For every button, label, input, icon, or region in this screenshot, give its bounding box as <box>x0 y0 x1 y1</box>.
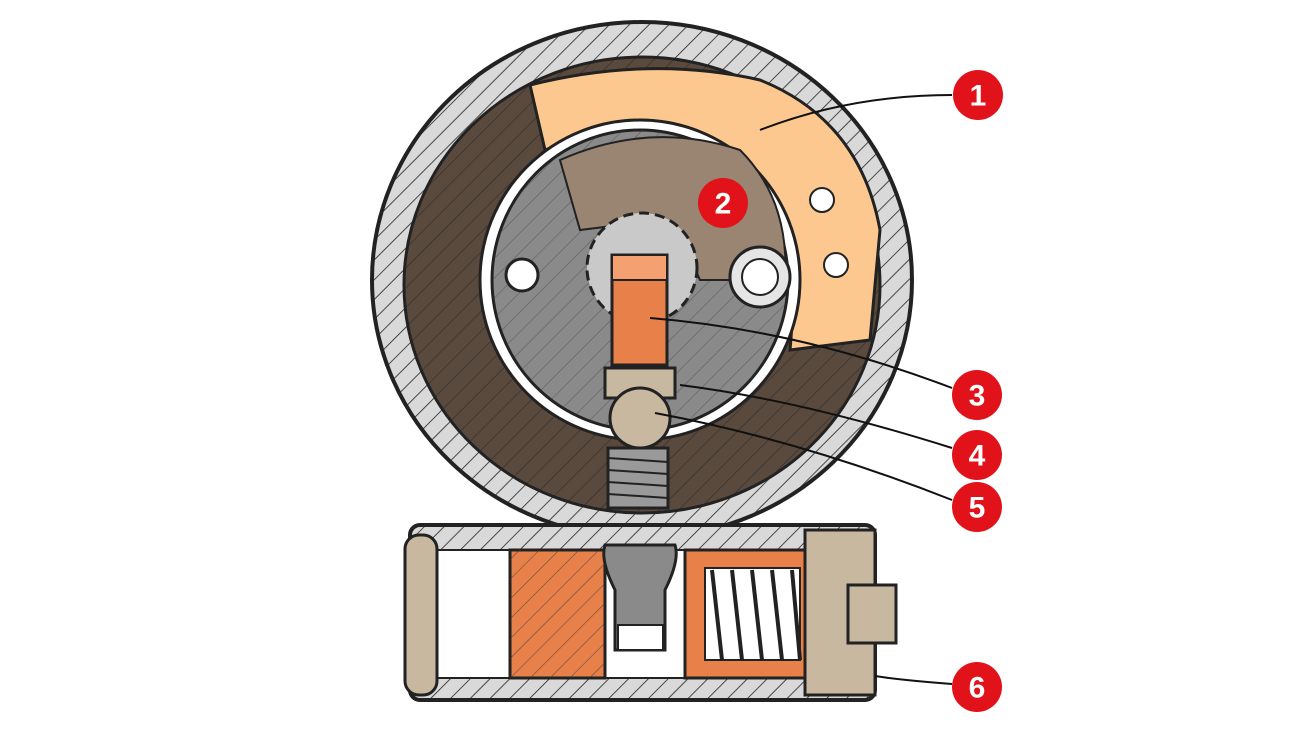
callout-label: 4 <box>969 440 986 473</box>
leader-lines <box>649 94 953 685</box>
callout-1: 1 <box>953 70 1003 120</box>
callout-label: 2 <box>715 188 732 221</box>
callout-6: 6 <box>952 662 1002 712</box>
plunger-assembly <box>603 253 677 510</box>
hole <box>809 187 835 213</box>
callout-5: 5 <box>952 482 1002 532</box>
hole <box>823 252 849 278</box>
callout-label: 3 <box>969 380 986 413</box>
callout-label: 5 <box>969 492 986 525</box>
lower-valve-body <box>403 523 898 702</box>
callout-2: 2 <box>698 178 748 228</box>
callout-3: 3 <box>952 370 1002 420</box>
callout-label: 6 <box>969 672 986 705</box>
callout-4: 4 <box>952 430 1002 480</box>
callout-label: 1 <box>970 80 987 113</box>
